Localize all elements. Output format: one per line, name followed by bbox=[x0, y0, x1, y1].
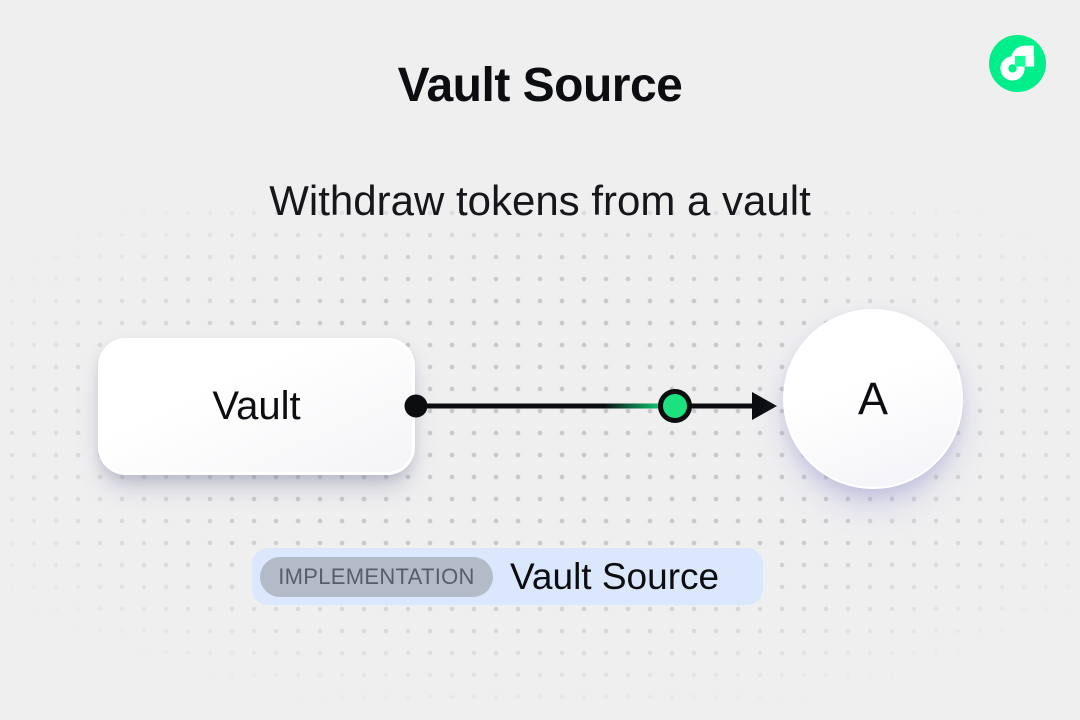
flow-logo-icon bbox=[989, 35, 1046, 92]
edge-arrow bbox=[404, 389, 777, 423]
edge-start-dot bbox=[404, 394, 428, 418]
page-title: Vault Source bbox=[397, 59, 683, 112]
vault-node-label: Vault bbox=[212, 384, 301, 428]
implementation-tag: IMPLEMENTATION bbox=[260, 556, 493, 597]
token-circle bbox=[658, 389, 692, 423]
edge-green-trail bbox=[604, 403, 662, 409]
account-node-label: A bbox=[857, 373, 888, 424]
vault-node: Vault bbox=[98, 338, 415, 475]
page-subtitle: Withdraw tokens from a vault bbox=[269, 177, 811, 224]
implementation-badge: IMPLEMENTATION Vault Source bbox=[252, 548, 763, 605]
arrowhead-icon bbox=[752, 392, 777, 420]
flow-logo-svg bbox=[989, 35, 1046, 92]
account-node: A bbox=[783, 309, 963, 489]
implementation-title: Vault Source bbox=[510, 555, 720, 597]
